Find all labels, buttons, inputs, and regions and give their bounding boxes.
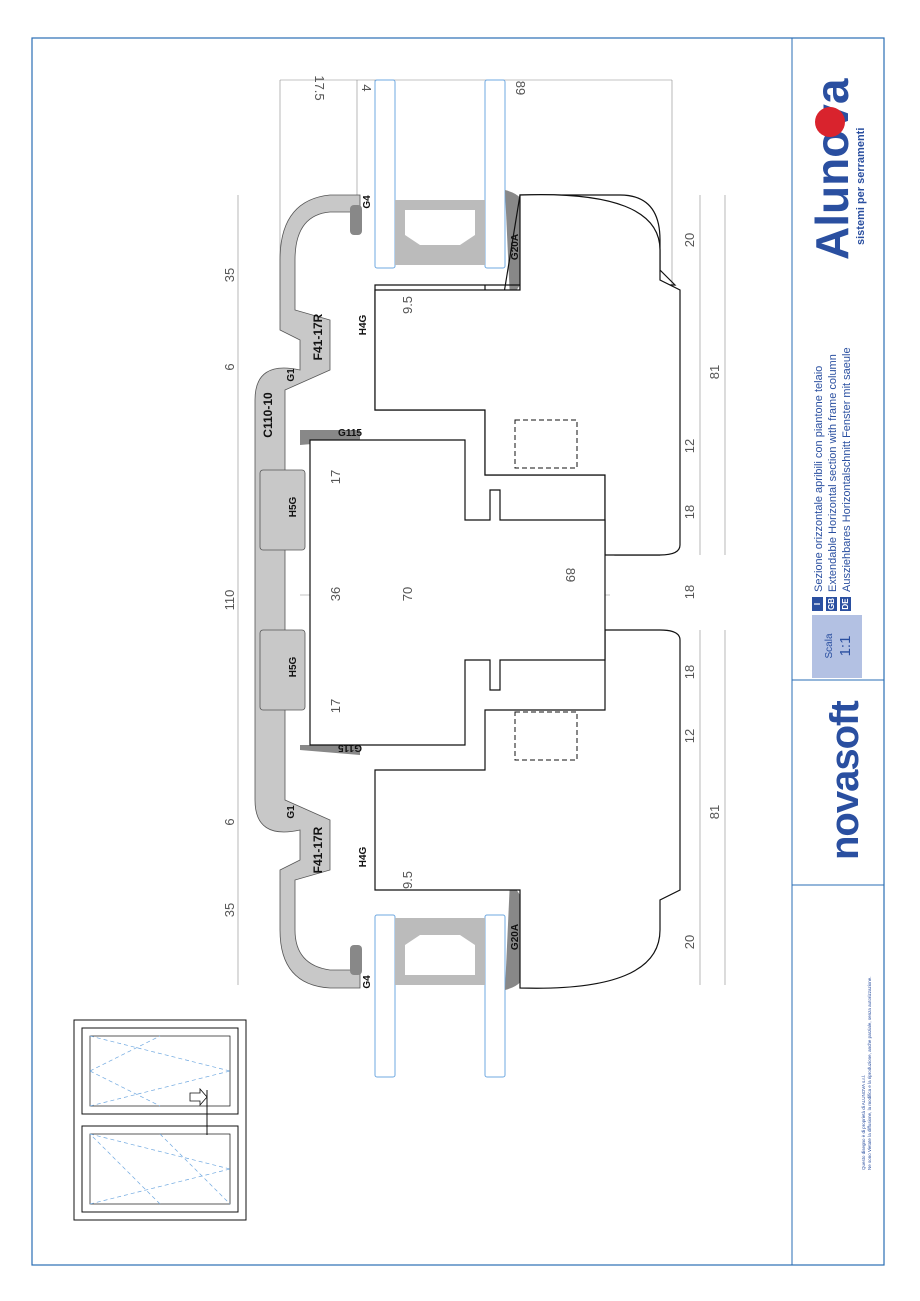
svg-text:C110-10: C110-10 (261, 392, 275, 438)
svg-text:Ausziehbares Horizontalschnitt: Ausziehbares Horizontalschnitt Fenster m… (841, 347, 853, 592)
svg-text:81: 81 (707, 365, 722, 379)
scale-box: Scala 1:1 (812, 615, 862, 678)
svg-text:G1: G1 (286, 805, 297, 819)
window-thumbnail (73, 1019, 247, 1221)
sash-profiles (309, 194, 681, 989)
svg-text:I: I (813, 603, 822, 605)
svg-text:89: 89 (563, 568, 578, 582)
svg-text:17.5: 17.5 (312, 75, 327, 100)
section-description: I GB DE Sezione orizzontale apribili con… (812, 347, 853, 611)
svg-text:G115: G115 (338, 428, 362, 439)
svg-text:GB: GB (827, 598, 836, 610)
svg-text:F41-17R: F41-17R (311, 313, 325, 360)
svg-text:18: 18 (682, 505, 697, 519)
glass-panes (374, 79, 506, 1078)
svg-text:35: 35 (222, 268, 237, 282)
svg-text:G1: G1 (286, 368, 297, 382)
alunova-logo: Alunova sistemi per serramenti (806, 78, 867, 260)
svg-text:1:1: 1:1 (837, 636, 854, 657)
svg-text:H4G: H4G (358, 314, 369, 335)
svg-text:12: 12 (682, 729, 697, 743)
svg-text:36: 36 (328, 587, 343, 601)
glazing-spacers (395, 200, 485, 985)
copyright-notice: Questo disegno è di proprietà di ALUNOVA… (861, 977, 872, 1170)
svg-text:4: 4 (359, 84, 374, 91)
svg-text:35: 35 (222, 903, 237, 917)
svg-text:G4: G4 (362, 195, 373, 209)
svg-text:Questo disegno è di proprietà: Questo disegno è di proprietà di ALUNOVA… (861, 1075, 866, 1170)
svg-text:20: 20 (682, 935, 697, 949)
svg-text:Sezione orizzontale apribili c: Sezione orizzontale apribili con pianton… (813, 366, 825, 592)
svg-text:DE: DE (841, 598, 850, 610)
svg-text:F41-17R: F41-17R (311, 826, 325, 873)
svg-text:H4G: H4G (358, 846, 369, 867)
svg-text:81: 81 (707, 805, 722, 819)
svg-text:H5G: H5G (288, 496, 299, 517)
svg-text:6: 6 (222, 363, 237, 370)
svg-text:12: 12 (682, 439, 697, 453)
svg-text:6: 6 (222, 818, 237, 825)
svg-text:110: 110 (222, 590, 237, 611)
svg-text:Alunova: Alunova (806, 78, 858, 260)
svg-text:17: 17 (328, 470, 343, 484)
svg-text:H5G: H5G (288, 656, 299, 677)
svg-text:Scala: Scala (824, 633, 835, 658)
svg-text:G20A: G20A (510, 234, 521, 260)
svg-text:G20A: G20A (510, 924, 521, 950)
svg-text:Ne sono Vietate la diffusione,: Ne sono Vietate la diffusione, la modifi… (867, 977, 872, 1170)
svg-text:18: 18 (682, 585, 697, 599)
svg-text:9.5: 9.5 (400, 296, 415, 314)
svg-text:Extendable Horizontal section: Extendable Horizontal section with frame… (827, 354, 839, 592)
dimension-labels: 17.5 4 89 35 6 110 6 35 9.5 9.5 20 81 12… (222, 75, 722, 949)
svg-text:G115: G115 (338, 742, 362, 753)
hidden-hardware (514, 419, 578, 761)
svg-text:70: 70 (400, 587, 415, 601)
svg-text:9.5: 9.5 (400, 871, 415, 889)
svg-text:sistemi per serramenti: sistemi per serramenti (855, 128, 867, 245)
novasoft-logo: novasoft (823, 701, 867, 860)
sheet-border (31, 37, 885, 1266)
svg-text:G4: G4 (362, 975, 373, 989)
svg-text:89: 89 (513, 81, 528, 95)
aluminium-frame-profile (254, 194, 361, 989)
profile-labels: G4 G20A F41-17R H4G G1 C110-10 G115 H5G … (261, 195, 521, 989)
svg-text:20: 20 (682, 233, 697, 247)
svg-text:17: 17 (328, 699, 343, 713)
svg-text:18: 18 (682, 665, 697, 679)
